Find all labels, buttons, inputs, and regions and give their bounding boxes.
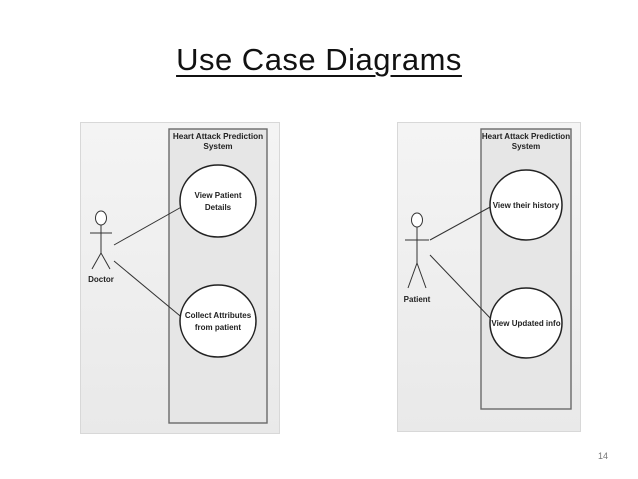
use-case-label-line2: Details xyxy=(205,203,232,212)
doctor-actor-icon xyxy=(90,210,112,270)
use-case-view-updated-info xyxy=(489,287,563,359)
page-number: 14 xyxy=(597,451,608,461)
use-case-label-line1: View Updated info xyxy=(491,319,560,328)
use-case-label-line1: Collect Attributes xyxy=(185,311,252,320)
patient-use-case-diagram: Heart Attack Prediction System View thei… xyxy=(397,122,581,432)
association-line xyxy=(113,260,186,321)
use-case-view-patient-details xyxy=(179,164,257,238)
doctor-diagram-canvas: Heart Attack Prediction System View Pati… xyxy=(88,128,268,424)
use-case-label-line1: View their history xyxy=(493,201,560,210)
association-line xyxy=(429,254,493,321)
use-case-view-their-history xyxy=(489,169,563,241)
use-case-label-line2: from patient xyxy=(195,323,242,332)
slide-title-text: Use Case Diagrams xyxy=(176,42,462,77)
patient-diagram-canvas: Heart Attack Prediction System View thei… xyxy=(404,128,572,410)
slide-title: Use Case Diagrams xyxy=(0,42,638,78)
association-line xyxy=(429,205,493,241)
use-case-label-line1: View Patient xyxy=(195,191,242,200)
patient-actor-icon xyxy=(405,212,429,289)
doctor-use-case-diagram: Heart Attack Prediction System View Pati… xyxy=(80,122,280,434)
system-title-line2: System xyxy=(203,142,232,151)
use-case-collect-attributes xyxy=(179,284,257,358)
system-title-line1: Heart Attack Prediction xyxy=(173,132,263,141)
actor-label: Patient xyxy=(404,295,431,304)
system-title-line2: System xyxy=(512,142,540,151)
association-line xyxy=(113,204,186,246)
actor-label: Doctor xyxy=(88,275,114,284)
system-title-line1: Heart Attack Prediction xyxy=(482,132,570,141)
